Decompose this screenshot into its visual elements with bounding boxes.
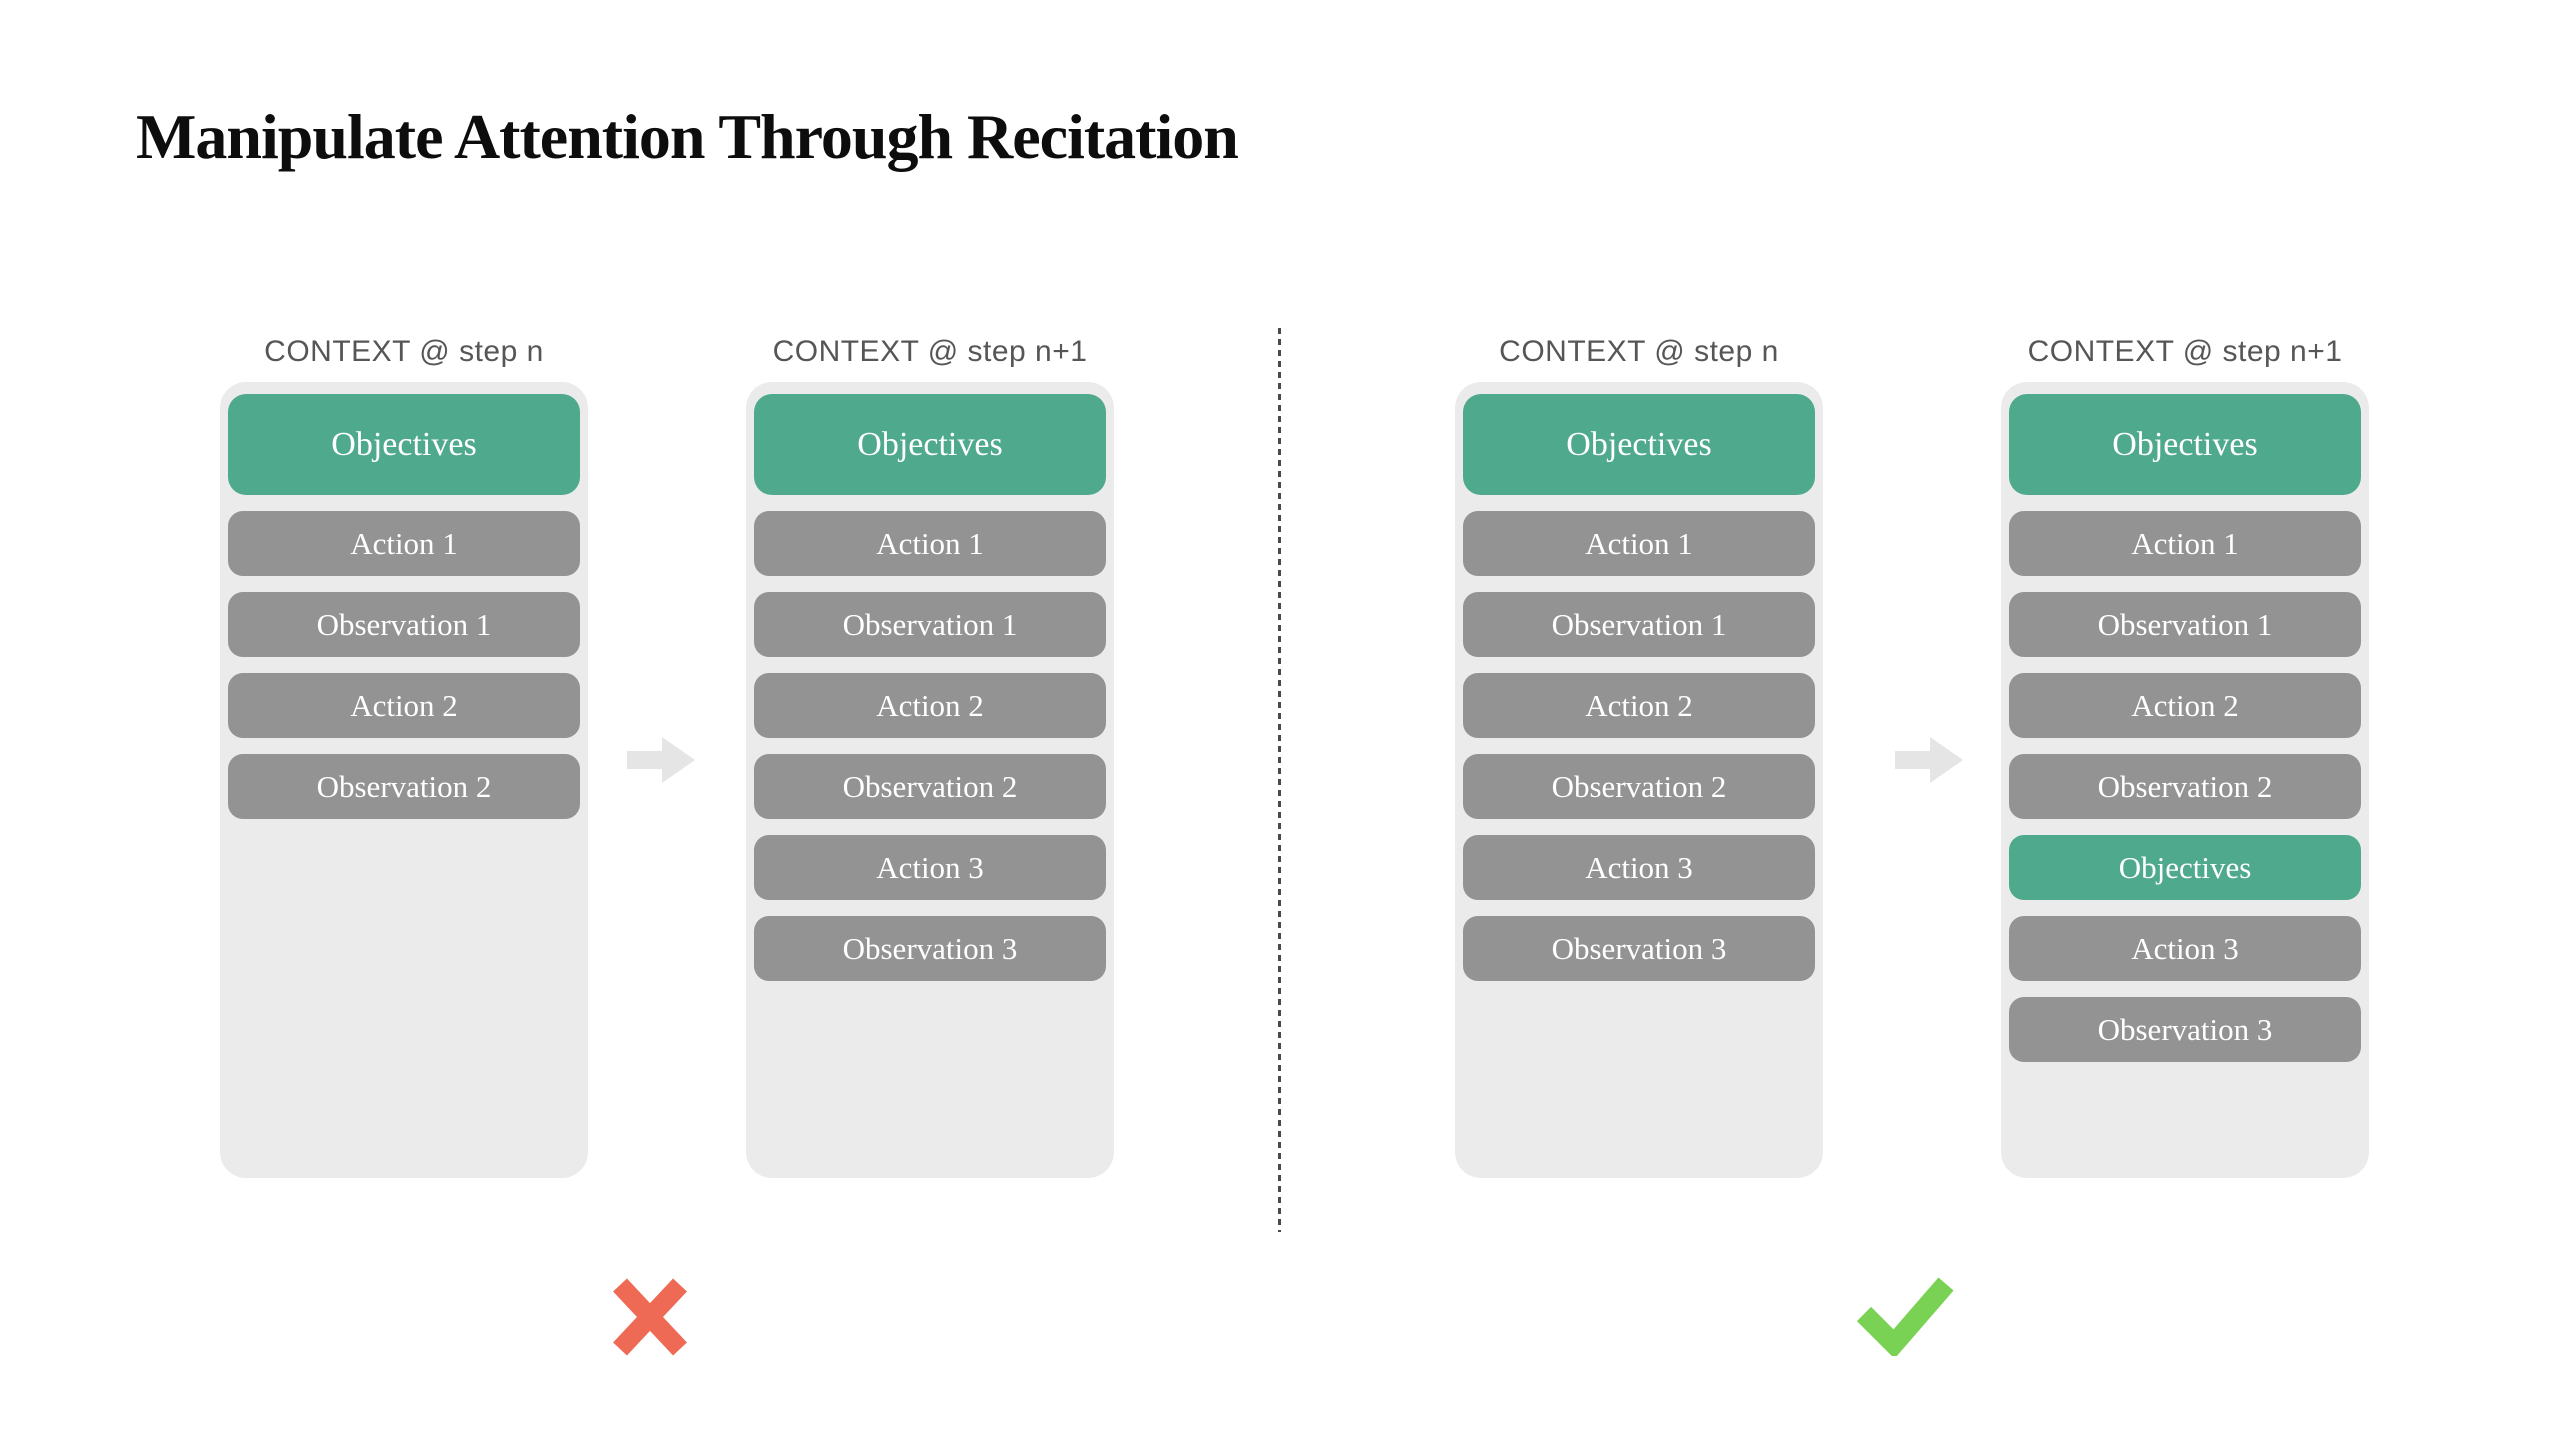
observation-block: Observation 2: [228, 754, 580, 819]
action-block: Action 2: [1463, 673, 1815, 738]
action-block: Action 1: [754, 511, 1106, 576]
action-block: Action 2: [754, 673, 1106, 738]
observation-block: Observation 2: [754, 754, 1106, 819]
objectives-block: Objectives: [2009, 394, 2361, 495]
objectives-block: Objectives: [228, 394, 580, 495]
observation-block: Observation 1: [2009, 592, 2361, 657]
context-step-label: CONTEXT @ step n: [1499, 335, 1779, 368]
figure-title: Manipulate Attention Through Recitation: [136, 101, 1239, 172]
observation-block: Observation 3: [754, 916, 1106, 981]
cross-icon: [613, 1278, 687, 1356]
dashed-divider: [1278, 328, 1281, 1232]
observation-block: Observation 3: [1463, 916, 1815, 981]
context-step-label: CONTEXT @ step n: [264, 335, 544, 368]
check-icon: [1856, 1277, 1954, 1356]
action-block: Action 1: [1463, 511, 1815, 576]
observation-block: Observation 1: [1463, 592, 1815, 657]
action-block: Action 3: [754, 835, 1106, 900]
objectives-block: Objectives: [2009, 835, 2361, 900]
arrow-right-icon: [1895, 737, 1963, 783]
observation-block: Observation 1: [754, 592, 1106, 657]
action-block: Action 2: [2009, 673, 2361, 738]
observation-block: Observation 2: [1463, 754, 1815, 819]
observation-block: Observation 2: [2009, 754, 2361, 819]
action-block: Action 1: [2009, 511, 2361, 576]
action-block: Action 3: [1463, 835, 1815, 900]
arrow-right-icon: [627, 737, 695, 783]
action-block: Action 2: [228, 673, 580, 738]
objectives-block: Objectives: [754, 394, 1106, 495]
context-step-label: CONTEXT @ step n+1: [2027, 335, 2343, 368]
observation-block: Observation 3: [2009, 997, 2361, 1062]
objectives-block: Objectives: [1463, 394, 1815, 495]
action-block: Action 3: [2009, 916, 2361, 981]
action-block: Action 1: [228, 511, 580, 576]
observation-block: Observation 1: [228, 592, 580, 657]
context-step-label: CONTEXT @ step n+1: [772, 335, 1088, 368]
